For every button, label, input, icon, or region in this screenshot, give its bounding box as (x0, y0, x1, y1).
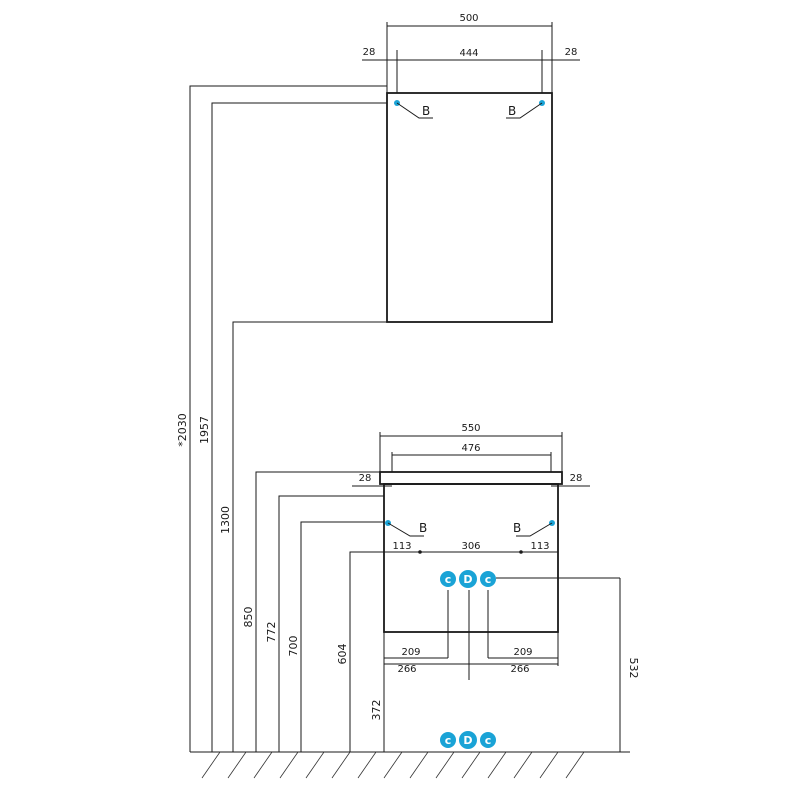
upper-hinge-left-label: B (422, 104, 430, 118)
floor-connection-c-right (480, 732, 496, 748)
dim-connections-height: 372 (370, 700, 383, 721)
pipe-right-209: 209 (513, 647, 532, 658)
lower-side-right: 28 (570, 473, 583, 484)
connection-c-left (440, 571, 456, 587)
dim-lower-top: 850 (242, 607, 255, 628)
upper-side-left: 28 (363, 47, 376, 58)
connection-c-left-label: c (445, 573, 452, 586)
mount-point-left (418, 550, 422, 554)
connection-c-right (480, 571, 496, 587)
connection-d-label: D (463, 573, 472, 586)
floor-connection-d-label: D (463, 734, 472, 747)
lower-hinge-right-label: B (513, 521, 521, 535)
mount-left-offset: 113 (392, 541, 411, 552)
pipe-left-266: 266 (397, 664, 416, 675)
connections-upper: c D c (440, 570, 621, 752)
floor-connection-c-left-label: c (445, 734, 452, 747)
mount-point-right (519, 550, 523, 554)
floor-connection-d (459, 731, 477, 749)
connections-floor: c D c (440, 731, 496, 749)
floor-connection-c-right-label: c (485, 734, 492, 747)
pipe-right-266: 266 (510, 664, 529, 675)
upper-side-right: 28 (565, 47, 578, 58)
dim-connections-drop: 532 (627, 658, 640, 679)
dim-lower-mount: 772 (265, 622, 278, 643)
upper-inner-width: 444 (459, 48, 478, 59)
floor (190, 751, 630, 779)
upper-hinge-right-label: B (508, 104, 516, 118)
lower-side-left: 28 (359, 473, 372, 484)
lower-hinge-left-label: B (419, 521, 427, 535)
dim-lower-bottom: 604 (336, 644, 349, 665)
connection-c-right-label: c (485, 573, 492, 586)
dim-top-mount: 1957 (198, 416, 211, 444)
dim-total-height: *2030 (176, 413, 189, 447)
connection-d (459, 570, 477, 588)
upper-cabinet: 500 444 28 28 B B (362, 13, 580, 323)
pipe-left-209: 209 (401, 647, 420, 658)
lower-width-total: 550 (461, 423, 480, 434)
dim-lower-hinge: 700 (287, 636, 300, 657)
upper-width-total: 500 (459, 13, 478, 24)
vertical-dimensions: *2030 1957 1300 850 772 700 604 372 532 (176, 85, 640, 752)
mount-right-offset: 113 (530, 541, 549, 552)
floor-connection-c-left (440, 732, 456, 748)
dim-upper-bottom: 1300 (219, 506, 232, 534)
lower-cabinet: 550 476 28 28 B B 113 306 113 209 209 26… (352, 423, 590, 675)
mount-spacing: 306 (461, 541, 480, 552)
lower-inner-width: 476 (461, 443, 480, 454)
